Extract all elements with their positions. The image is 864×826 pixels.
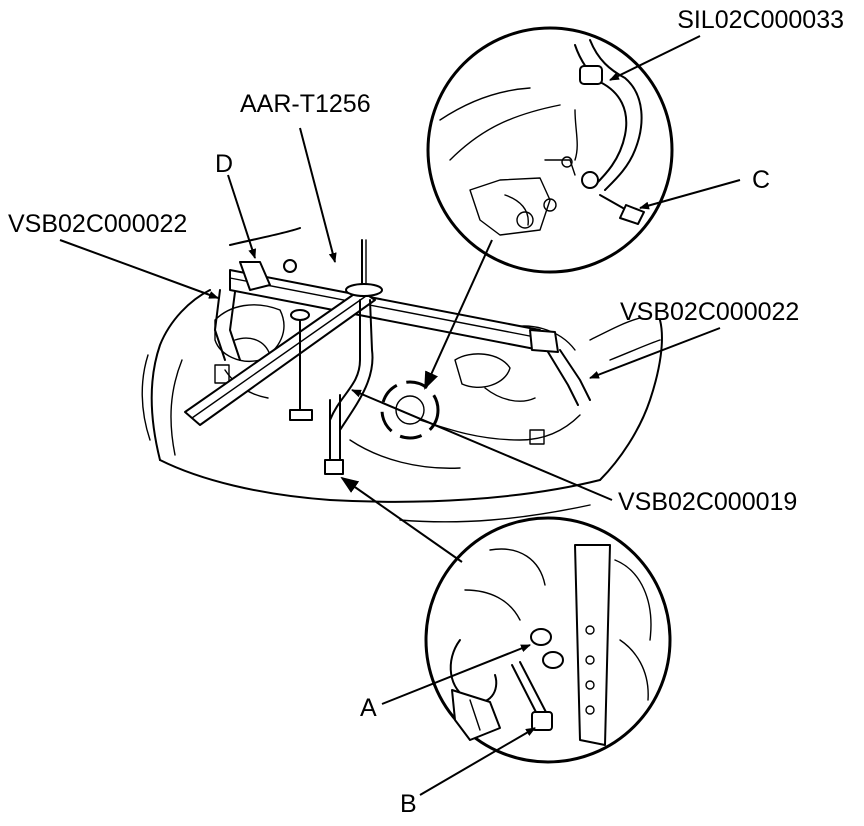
- label-part-a: A: [360, 694, 377, 722]
- detail-callout-top: [426, 26, 674, 274]
- label-vsb-bottom: VSB02C000019: [618, 488, 797, 516]
- detail-callout-bottom: [424, 516, 672, 764]
- label-vsb-left: VSB02C000022: [8, 210, 187, 238]
- label-sil-hose: SIL02C000033: [677, 6, 844, 34]
- label-vsb-right: VSB02C000022: [620, 298, 799, 326]
- label-part-d: D: [215, 150, 233, 178]
- label-part-b: B: [400, 790, 417, 818]
- label-tool: AAR-T1256: [240, 90, 371, 118]
- engine-bay-illustration: [141, 227, 663, 523]
- leader-lines: [59, 35, 741, 796]
- label-part-c: C: [752, 166, 770, 194]
- engine-support-beam: [184, 239, 591, 475]
